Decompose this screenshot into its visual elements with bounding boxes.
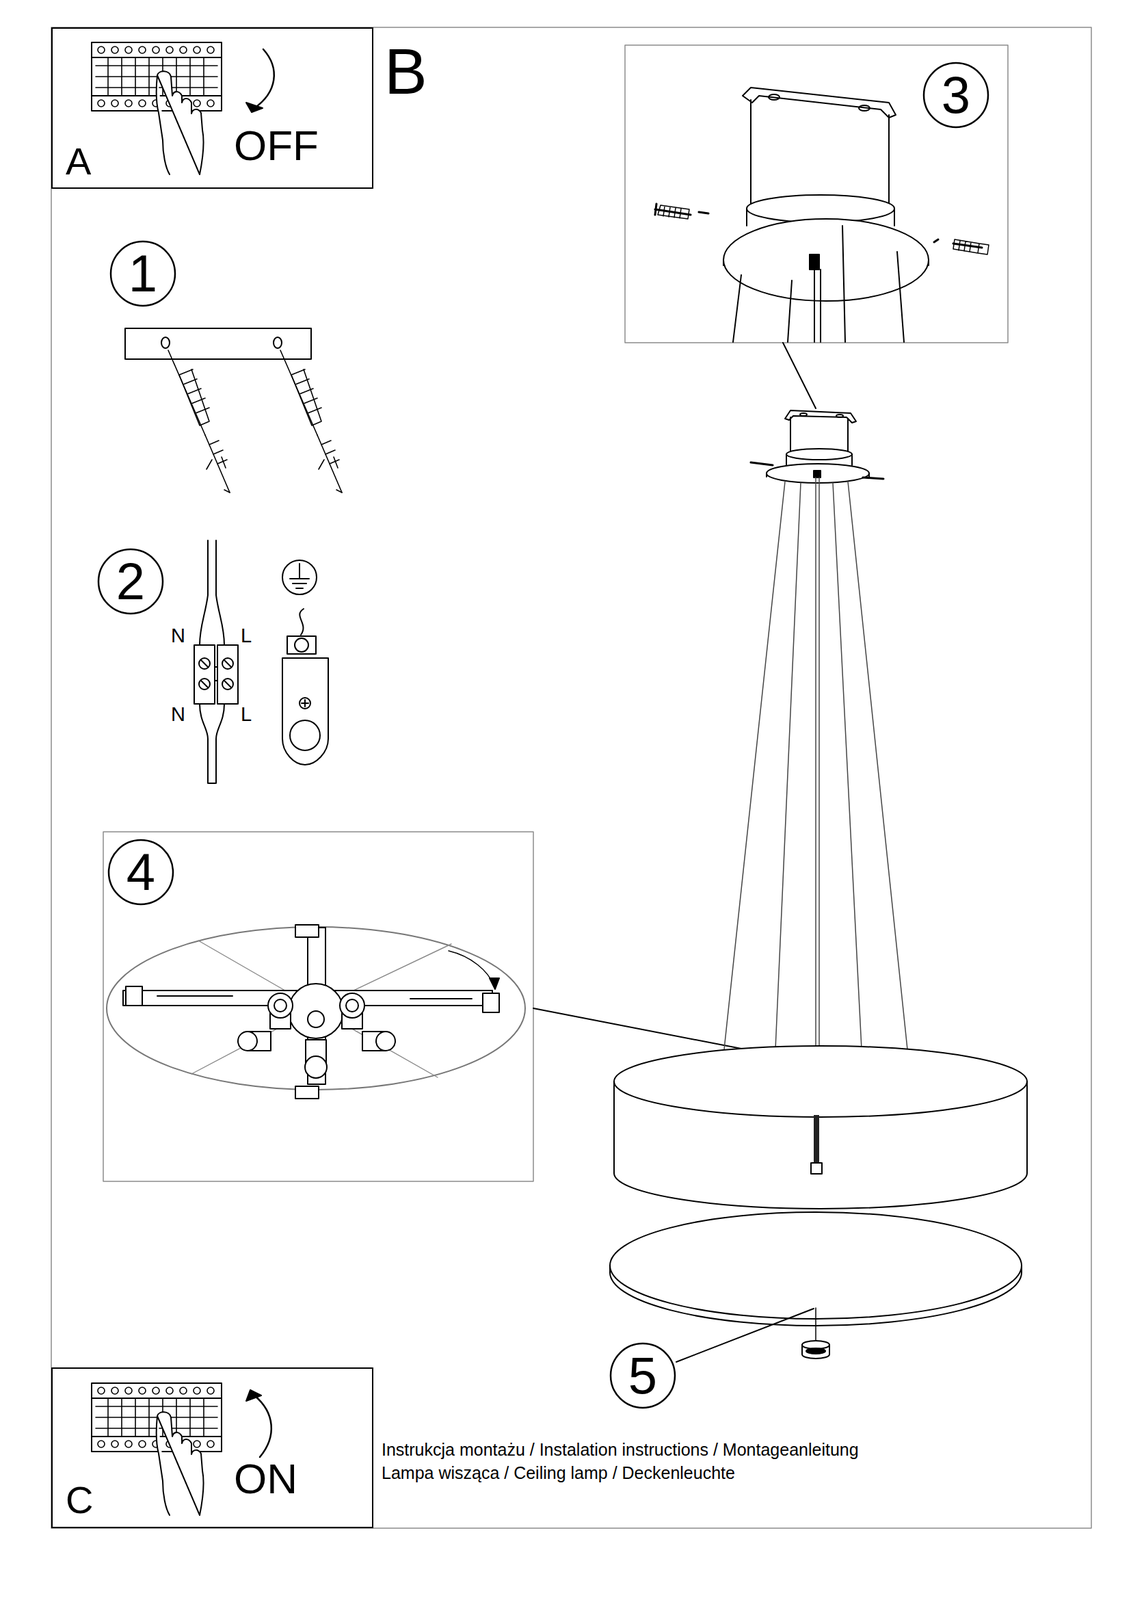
- callout-ring: [610, 1342, 675, 1408]
- switch-state: ON: [233, 1457, 298, 1500]
- callout-circle: 5: [609, 1341, 677, 1409]
- footer-note: Instrukcja montażu / Instalation instruc…: [381, 1440, 859, 1458]
- leader-line: [676, 1308, 814, 1362]
- pin-name: L: [240, 625, 252, 646]
- ceiling-lamp: [609, 410, 1028, 1359]
- callout-ring: [923, 62, 989, 128]
- pin-name: N: [170, 704, 186, 725]
- canopy-detail: [624, 45, 1008, 343]
- step-letter: C: [65, 1480, 93, 1519]
- callout-number: 4: [126, 845, 156, 898]
- step-letter: A: [65, 142, 91, 181]
- leader-line: [782, 342, 816, 409]
- callout-circle: 3: [922, 61, 990, 129]
- step-letter: B: [384, 39, 428, 104]
- callout-number: 2: [116, 555, 145, 608]
- callout-ring: [108, 839, 174, 904]
- shade-frame-detail: [103, 831, 534, 1181]
- callout-number: 5: [628, 1349, 658, 1402]
- callout-number: 1: [128, 247, 158, 300]
- step-box: C ON: [51, 1366, 374, 1528]
- earth-terminal: [282, 560, 329, 765]
- step-box: A OFF: [51, 27, 374, 189]
- page-frame: [51, 27, 1092, 1528]
- switch-state: OFF: [233, 124, 319, 167]
- terminal-block: [194, 540, 238, 783]
- callout-circle: 1: [109, 240, 177, 308]
- pin-name: L: [240, 704, 252, 725]
- callout-circle: 4: [107, 838, 175, 906]
- mounting-bar: [125, 328, 342, 493]
- callout-ring: [98, 549, 163, 614]
- callout-circle: 2: [97, 547, 165, 615]
- pin-name: N: [170, 625, 186, 646]
- footer-note: Lampa wisząca / Ceiling lamp / Deckenleu…: [381, 1464, 736, 1482]
- callout-number: 3: [941, 69, 971, 122]
- callout-ring: [110, 241, 176, 306]
